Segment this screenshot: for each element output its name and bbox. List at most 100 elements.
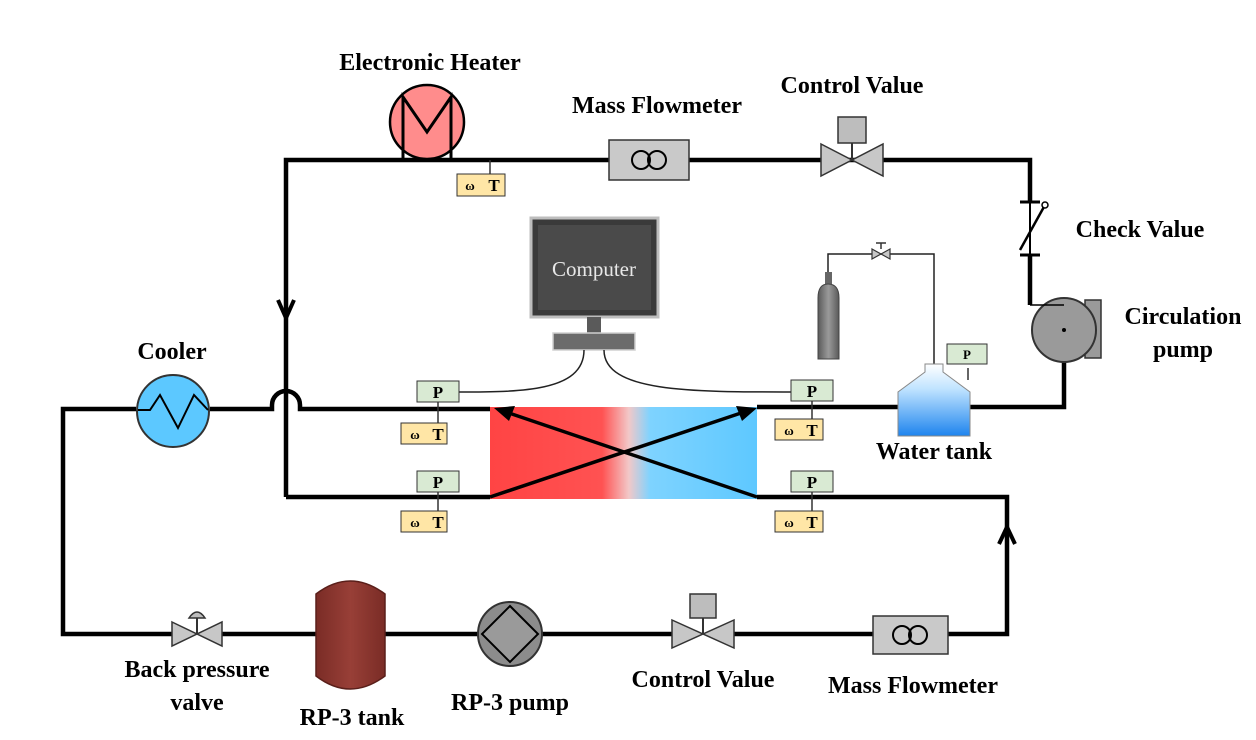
pressure-sensor-fuel-outlet: P: [416, 470, 460, 497]
temperature-sensor-icon: [774, 418, 824, 441]
flow-arrows: [276, 299, 1017, 545]
monitor-base: [552, 332, 636, 351]
temperature-sensor-cold-inlet: ω T: [774, 407, 824, 441]
water-tank: Water tank: [876, 363, 993, 465]
mass-flowmeter-bottom: Mass Flowmeter: [828, 615, 998, 699]
water-tank-label: Water tank: [876, 439, 993, 465]
pressure-sensor-cold-inlet-label: P: [807, 382, 817, 401]
temperature-sensor-icon: [774, 510, 824, 533]
thermocouple-glyph: ω: [784, 515, 794, 530]
computer-label: Computer: [552, 257, 636, 281]
pressure-sensor-water-tank-label: P: [963, 347, 971, 362]
rp3-tank-icon: [315, 580, 386, 690]
temperature-sensor-fuel-inlet: ω T: [774, 497, 824, 533]
flowmeter-top-rotor-right: [647, 150, 667, 170]
pipe-hx-bottom-right: [757, 494, 1010, 637]
hx-arrow-right-icon: [736, 406, 757, 421]
circulation-pump-hub: [1062, 328, 1066, 332]
heater-coil-icon: [401, 92, 453, 158]
pressure-sensor-water-tank: P: [946, 343, 988, 365]
control-valve-bottom: Control Value: [632, 593, 775, 693]
check-valve-label: Check Value: [1076, 217, 1205, 243]
flowmeter-bottom-rotor-left: [892, 625, 912, 645]
actuator-icon: [689, 593, 717, 619]
gas-bottle-neck: [825, 272, 832, 284]
cooler: Cooler: [136, 339, 210, 448]
monitor-neck: [587, 317, 601, 334]
hx-arrow-left-icon: [494, 406, 515, 421]
check-valve: Check Value: [1018, 200, 1205, 257]
rp3-pump-impeller: [480, 604, 540, 664]
gas-supply: [817, 242, 935, 364]
rp3-pump-label: RP-3 pump: [451, 690, 569, 716]
pressure-sensor-fuel-inlet: P: [790, 470, 834, 497]
thermocouple-glyph: ω: [784, 423, 794, 438]
gas-line: [827, 253, 935, 364]
flow-arrow-down-icon: [276, 299, 296, 323]
temperature-sensor-icon: [400, 510, 448, 533]
pressure-sensor-fuel-outlet-label: P: [433, 473, 443, 492]
back-pressure-label-line1: Back pressure: [124, 657, 269, 683]
cooler-label: Cooler: [137, 339, 207, 365]
hx-cross-line-2: [499, 408, 758, 499]
flow-arrow-up-icon: [997, 522, 1017, 545]
pressure-sensor-hot-outlet: P: [416, 380, 460, 409]
temperature-sensor-icon: [400, 422, 448, 445]
rp3-tank-label: RP-3 tank: [300, 705, 405, 731]
circulation-pump-label-line2: pump: [1153, 337, 1213, 363]
signal-wire-left: [457, 349, 585, 393]
monitor-screen: [538, 225, 651, 310]
signal-wire-right: [603, 349, 792, 393]
pressure-sensor-cold-inlet: P: [790, 379, 834, 407]
cooler-icon: [136, 374, 210, 448]
heater-icon: [388, 83, 466, 161]
hx-cross-line-1: [489, 408, 751, 499]
back-pressure-valve: Back pressure valve: [124, 611, 270, 716]
temperature-sensor-hot-outlet-label: T: [432, 425, 444, 444]
flowmeter-bottom-rotor-right: [908, 625, 928, 645]
temperature-sensor-fuel-outlet-label: T: [432, 513, 444, 532]
thermocouple-glyph: ω: [410, 427, 420, 442]
rp3-pump: RP-3 pump: [451, 601, 569, 716]
circulation-pump: Circulation pump: [1030, 297, 1242, 363]
control-valve-bottom-label: Control Value: [632, 667, 775, 693]
pipe-pump-to-tank: [965, 358, 1067, 410]
pipe-cooler-to-bottom: [60, 406, 172, 637]
mass-flowmeter-top-label: Mass Flowmeter: [572, 93, 742, 119]
computer: Computer: [457, 216, 792, 393]
sensors: ω T P ω T P ω T P: [400, 160, 988, 533]
thermocouple-glyph: ω: [465, 178, 475, 193]
mass-flowmeter-top: Mass Flowmeter: [572, 93, 742, 181]
valve-icon: [820, 142, 884, 178]
temperature-sensor-fuel-outlet: ω T: [400, 497, 448, 533]
electronic-heater-label: Electronic Heater: [339, 50, 521, 76]
electronic-heater: Electronic Heater: [339, 50, 521, 161]
back-pressure-label-line2: valve: [170, 690, 224, 716]
actuator-icon: [837, 116, 867, 144]
mass-flowmeter-bottom-label: Mass Flowmeter: [828, 673, 998, 699]
control-valve-top-label: Control Value: [781, 73, 924, 99]
circulation-pump-label-line1: Circulation: [1125, 304, 1242, 330]
pressure-sensor-hot-outlet-label: P: [433, 383, 443, 402]
temperature-sensor-fuel-inlet-label: T: [806, 513, 818, 532]
heat-exchanger: [489, 406, 758, 499]
gas-bottle-icon: [817, 283, 840, 360]
gas-valve-icon: [871, 247, 891, 261]
pressure-sensor-icon: [946, 343, 988, 365]
temperature-sensor-heater-label: T: [488, 176, 500, 195]
temperature-sensor-heater: ω T: [456, 160, 506, 197]
pipe-exchanger-to-cooler: [210, 388, 490, 412]
cooler-coil-icon: [138, 393, 209, 431]
thermocouple-glyph: ω: [410, 515, 420, 530]
spring-cap-icon: [187, 611, 207, 619]
temperature-sensor-cold-inlet-label: T: [806, 421, 818, 440]
back-pressure-valve-icon: [171, 620, 223, 648]
temperature-sensor-hot-outlet: ω T: [400, 409, 448, 445]
check-valve-icon: [1018, 204, 1047, 251]
control-valve-top: Control Value: [781, 73, 924, 178]
water-tank-icon: [897, 363, 971, 437]
check-valve-pivot: [1041, 201, 1049, 209]
temperature-sensor-icon: [456, 173, 506, 197]
flowmeter-top-rotor-left: [631, 150, 651, 170]
valve-icon: [671, 618, 735, 650]
